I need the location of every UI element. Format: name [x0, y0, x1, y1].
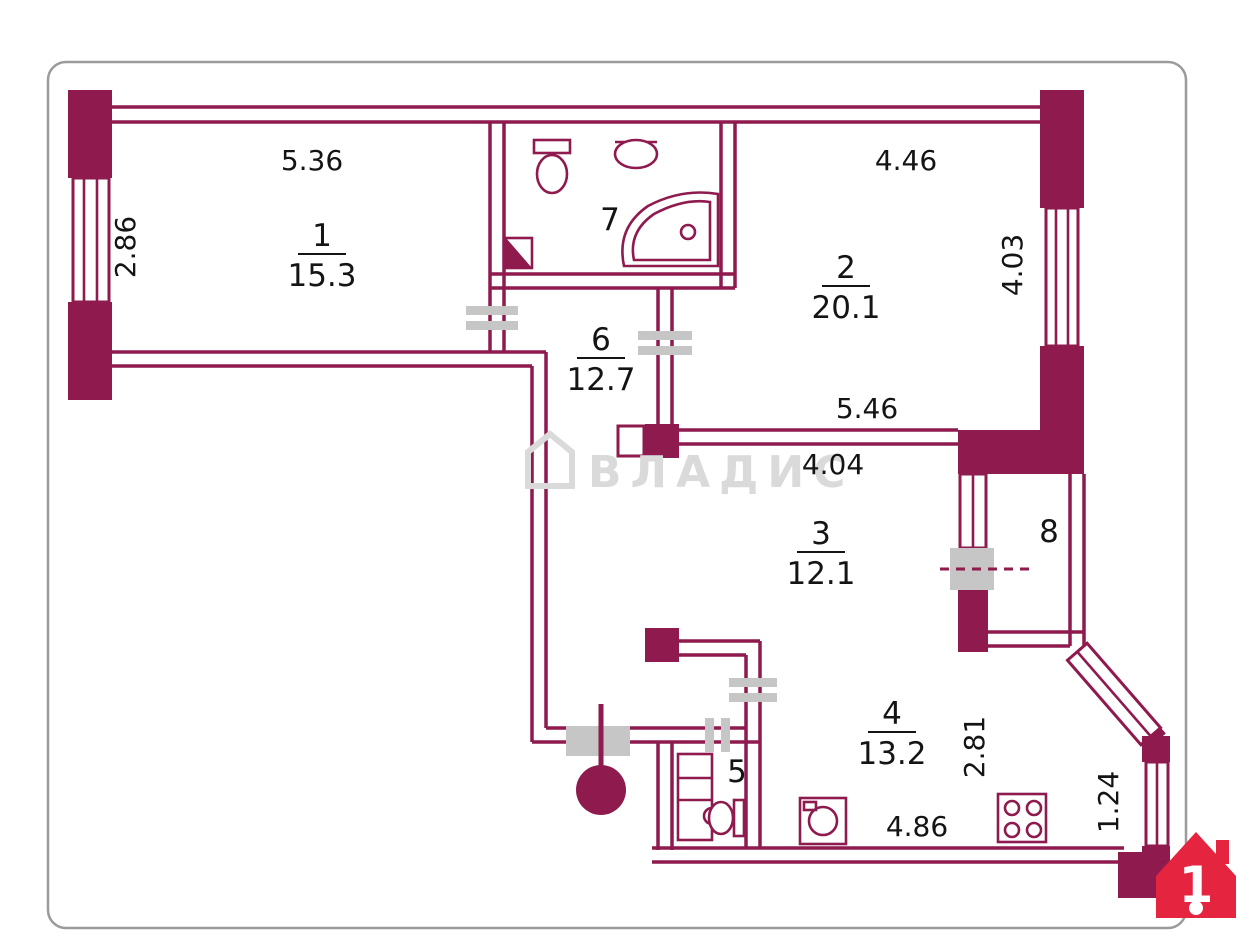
room-5-number: 5 [727, 754, 747, 790]
watermark-text: ВЛАДИС [588, 447, 854, 498]
dim-room1-width: 5.36 [281, 144, 343, 177]
room-4-number: 4 [882, 696, 902, 732]
dim-entry-height: 1.24 [1092, 771, 1125, 833]
room-7-number: 7 [600, 202, 620, 238]
window-left [71, 176, 111, 304]
room-2-number: 2 [836, 250, 856, 286]
door-leaf [616, 424, 646, 458]
room-1-number: 1 [312, 218, 332, 254]
room-3-area: 12.1 [786, 556, 855, 592]
shower-unit-icon [676, 752, 722, 842]
dim-room1-height: 2.86 [109, 216, 142, 278]
room-8-number: 8 [1039, 514, 1059, 550]
wc-toilet-icon [707, 798, 746, 838]
dim-room2-width: 4.46 [875, 144, 937, 177]
room-6-area: 12.7 [566, 362, 635, 398]
toilet-icon [532, 138, 572, 195]
dimension-labels: 5.36 2.86 4.46 4.03 5.46 4.04 2.81 4.86 … [109, 144, 1125, 843]
fixtures [504, 138, 1048, 846]
room-labels: 1 15.3 2 20.1 3 12.1 4 13.2 5 6 12.7 7 8 [287, 202, 1058, 790]
room-2-area: 20.1 [811, 290, 880, 326]
bathtub-icon [621, 191, 720, 268]
sink-icon [613, 138, 659, 170]
room-1-area: 15.3 [287, 258, 356, 294]
stove-icon [996, 792, 1048, 844]
dim-room4-width: 4.86 [886, 810, 948, 843]
room-6-number: 6 [591, 322, 611, 358]
column-riser [576, 704, 626, 815]
shaft-pad [566, 726, 630, 756]
dim-room4-height: 2.81 [958, 716, 991, 778]
water-heater-icon [504, 236, 534, 270]
entry-house-icon: 1 [1156, 832, 1236, 918]
page-border [46, 60, 1188, 930]
washing-machine-icon [798, 796, 848, 846]
door-thresholds [466, 306, 1034, 756]
column-icon [576, 765, 626, 815]
dim-room2-height: 4.03 [996, 234, 1029, 296]
watermark: ВЛАДИС [525, 430, 854, 498]
walls [68, 90, 1170, 898]
room-4-area: 13.2 [857, 736, 926, 772]
window-right [1044, 206, 1080, 348]
window-diagonal [1065, 641, 1163, 747]
room-3-number: 3 [811, 516, 831, 552]
wall-pier-lower [645, 628, 679, 662]
watermark-logo-icon [525, 430, 575, 489]
dim-wall-mid-top: 5.46 [836, 392, 898, 425]
dim-wall-mid-bottom: 4.04 [802, 448, 864, 481]
wall-pier-upper [645, 424, 679, 458]
